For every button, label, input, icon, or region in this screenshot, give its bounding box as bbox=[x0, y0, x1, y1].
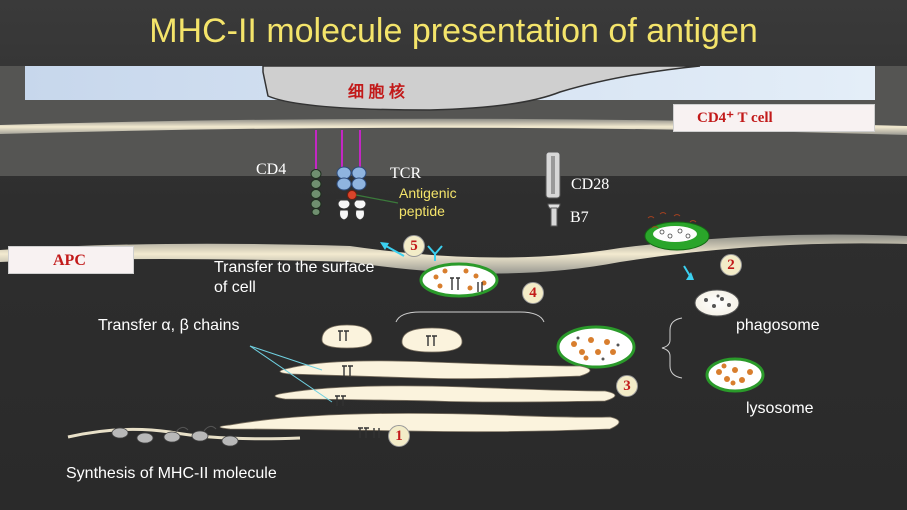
transfer-surface-label: Transfer to the surface of cell bbox=[214, 259, 375, 296]
lysosome-label: lysosome bbox=[746, 400, 814, 417]
phagolysosome-brace bbox=[661, 317, 683, 379]
synthesis-label: Synthesis of MHC-II molecule bbox=[66, 465, 277, 482]
mhc-surface-icon bbox=[427, 245, 443, 261]
transfer-chains-label: Transfer α, β chains bbox=[98, 317, 240, 334]
ribosomes bbox=[111, 427, 239, 447]
antigenic-peptide-label: Antigenic peptide bbox=[399, 185, 457, 219]
t-cell-label: CD4⁺ T cell bbox=[697, 110, 773, 126]
arrow-to-phagosome bbox=[686, 272, 694, 280]
arrow-to-surface bbox=[385, 245, 405, 257]
step-2-marker: 2 bbox=[720, 254, 742, 276]
tcr-receptor bbox=[336, 166, 367, 191]
phagosome-vesicle bbox=[694, 289, 740, 317]
step-1-marker: 1 bbox=[388, 425, 410, 447]
cd4-label: CD4 bbox=[256, 161, 287, 178]
lysosome-vesicle bbox=[705, 357, 765, 393]
golgi-stack bbox=[219, 324, 620, 433]
apc-label: APC bbox=[53, 252, 86, 269]
mhc-ii-surface bbox=[337, 198, 367, 221]
page-title: MHC-II molecule presentation of antigen bbox=[149, 12, 758, 50]
cd28-label: CD28 bbox=[571, 176, 610, 193]
b7-label: B7 bbox=[570, 209, 589, 226]
mhc-molecules bbox=[335, 330, 437, 438]
pointer-1 bbox=[249, 345, 323, 371]
t-cell-nucleus bbox=[262, 65, 701, 111]
transport-brace bbox=[395, 311, 545, 323]
nucleus-label: 细 胞 核 bbox=[348, 84, 405, 101]
antigen-particles bbox=[647, 212, 697, 229]
step-3-marker: 3 bbox=[616, 375, 638, 397]
mhc-loading-vesicle bbox=[419, 262, 499, 298]
peptide-pointer bbox=[355, 194, 399, 204]
step-4-marker: 4 bbox=[522, 282, 544, 304]
cd4-domains bbox=[310, 169, 322, 216]
tcr-label: TCR bbox=[390, 165, 422, 182]
er-strand bbox=[67, 427, 301, 441]
step-5-marker: 5 bbox=[403, 235, 425, 257]
phagolysosome bbox=[556, 325, 636, 369]
antigenic-peptide-dot bbox=[347, 190, 357, 200]
pointer-2 bbox=[249, 345, 333, 403]
phagosome-label: phagosome bbox=[736, 317, 820, 334]
t-cell-label-box: CD4⁺ T cell bbox=[673, 104, 875, 132]
apc-label-box: APC bbox=[8, 246, 134, 274]
